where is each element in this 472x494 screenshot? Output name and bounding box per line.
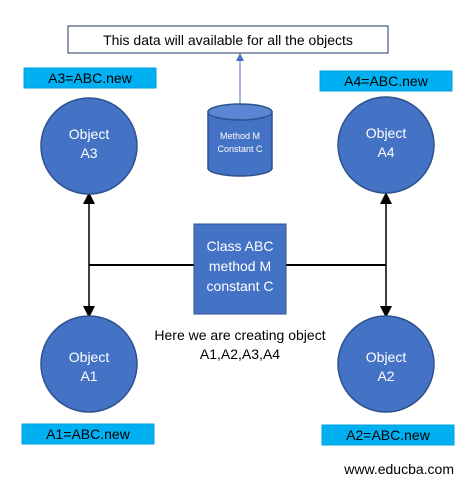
- circle-a4-line1: Object: [366, 125, 407, 141]
- label-a2-box: [321, 424, 455, 446]
- class-box-line3: constant C: [207, 278, 274, 294]
- class-box-line1: Class ABC: [207, 238, 274, 254]
- label-a3: A3=ABC.new: [48, 70, 133, 86]
- object-a3: A3=ABC.new Object A3: [23, 67, 157, 195]
- shared-storage-cylinder: Method M Constant C: [207, 103, 273, 177]
- label-a2: A2=ABC.new: [346, 427, 431, 443]
- circle-a2-line1: Object: [366, 349, 407, 365]
- circle-a4: [337, 96, 435, 194]
- cylinder-line2: Constant C: [217, 144, 263, 154]
- watermark-text: www.educba.com: [343, 461, 454, 477]
- circle-a1: [40, 315, 138, 413]
- circle-a1-line2: A1: [80, 368, 97, 384]
- top-note-text: This data will available for all the obj…: [103, 32, 353, 48]
- caption-line2: A1,A2,A3,A4: [200, 346, 280, 362]
- object-a4: A4=ABC.new Object A4: [319, 70, 453, 194]
- class-box: Class ABC method M constant C: [193, 223, 287, 315]
- cylinder-line1: Method M: [220, 131, 260, 141]
- circle-a3-line1: Object: [69, 126, 110, 142]
- circle-a3-line2: A3: [80, 145, 97, 161]
- class-box-line2: method M: [209, 258, 271, 274]
- circle-a2-line2: A2: [377, 368, 394, 384]
- object-a1: Object A1 A1=ABC.new: [21, 315, 155, 445]
- label-a1: A1=ABC.new: [46, 426, 131, 442]
- circle-a3: [40, 97, 138, 195]
- top-note: This data will available for all the obj…: [67, 25, 389, 54]
- circle-a2: [337, 315, 435, 413]
- label-a1-box: [21, 423, 155, 445]
- label-a4: A4=ABC.new: [344, 73, 429, 89]
- circle-a1-line1: Object: [69, 349, 110, 365]
- label-a4-box: [319, 70, 453, 92]
- label-a3-box: [23, 67, 157, 89]
- caption-line1: Here we are creating object: [154, 327, 325, 343]
- object-a2: Object A2 A2=ABC.new: [321, 315, 455, 446]
- circle-a4-line2: A4: [377, 144, 394, 160]
